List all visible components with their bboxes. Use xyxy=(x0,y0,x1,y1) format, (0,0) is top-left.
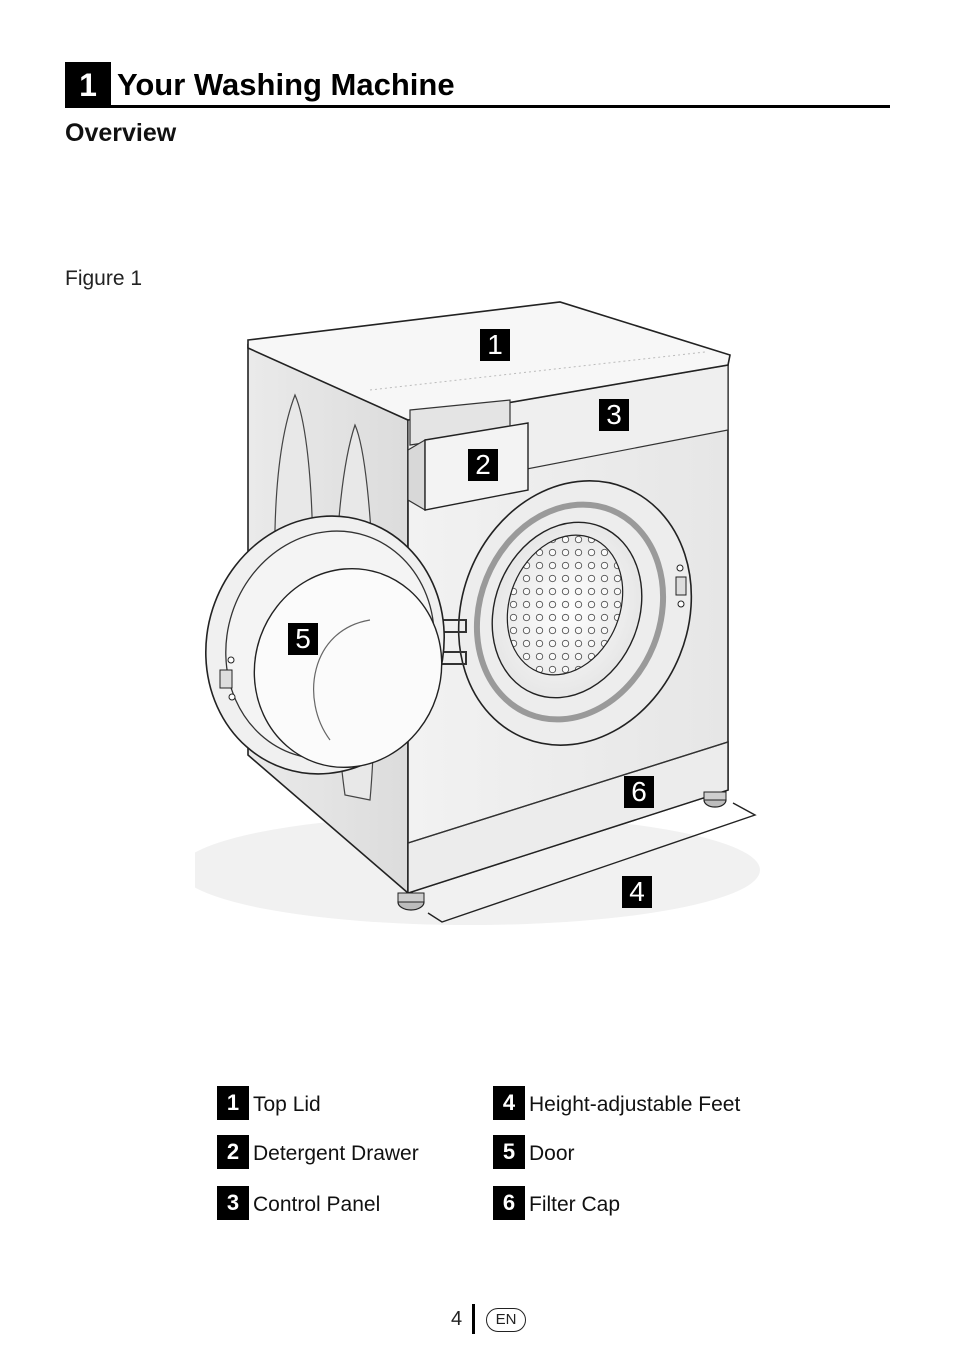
page-number: 4 xyxy=(451,1308,463,1330)
top-lid xyxy=(247,301,731,421)
foot-front-left-body xyxy=(397,892,425,903)
handle-screw xyxy=(227,656,235,664)
drum xyxy=(506,534,624,676)
callout-filter-cap: 6 xyxy=(624,776,654,808)
footer-divider xyxy=(472,1304,475,1334)
legend-label: Top Lid xyxy=(253,1093,321,1116)
page-footer: 4 EN xyxy=(0,1302,954,1336)
latch-screw xyxy=(676,564,684,572)
legend-number: 1 xyxy=(217,1086,249,1120)
callout-control-panel: 3 xyxy=(599,399,629,431)
legend-label: Detergent Drawer xyxy=(253,1142,419,1165)
figure-caption: Figure 1 xyxy=(65,267,143,290)
callout-door: 5 xyxy=(288,623,318,655)
section-number-badge: 1 xyxy=(65,62,111,108)
page-subtitle: Overview xyxy=(65,119,177,147)
kickplate-edge xyxy=(407,741,729,844)
section-header: 1 Your Washing Machine xyxy=(65,62,890,108)
legend-number: 4 xyxy=(493,1086,525,1120)
door-hinge xyxy=(440,619,467,633)
drawer-side xyxy=(407,438,426,512)
foot-front-right-body xyxy=(703,791,727,801)
handle-screw xyxy=(228,693,236,701)
section-title: Your Washing Machine xyxy=(117,67,455,102)
callout-detergent-drawer: 2 xyxy=(468,449,498,481)
washing-machine-illustration xyxy=(195,301,760,925)
latch-screw xyxy=(677,600,685,608)
door-handle xyxy=(219,669,233,689)
callout-feet: 4 xyxy=(622,876,652,908)
legend-label: Door xyxy=(529,1142,575,1165)
legend-label: Filter Cap xyxy=(529,1193,621,1216)
floor-outline xyxy=(427,802,757,923)
door-glass xyxy=(253,567,443,769)
top-lid-texture xyxy=(369,351,706,391)
door-seal xyxy=(473,501,667,723)
legend-label: Height-adjustable Feet xyxy=(529,1093,741,1116)
glass-reflection xyxy=(313,619,371,741)
door-latch xyxy=(675,576,687,596)
legend-label: Control Panel xyxy=(253,1193,381,1216)
callout-top-lid: 1 xyxy=(480,329,510,361)
legend-number: 2 xyxy=(217,1135,249,1169)
language-badge: EN xyxy=(486,1308,526,1332)
legend-number: 6 xyxy=(493,1186,525,1220)
section-divider xyxy=(111,105,890,108)
legend-number: 5 xyxy=(493,1135,525,1169)
door-hinge xyxy=(440,651,467,665)
legend-number: 3 xyxy=(217,1186,249,1220)
